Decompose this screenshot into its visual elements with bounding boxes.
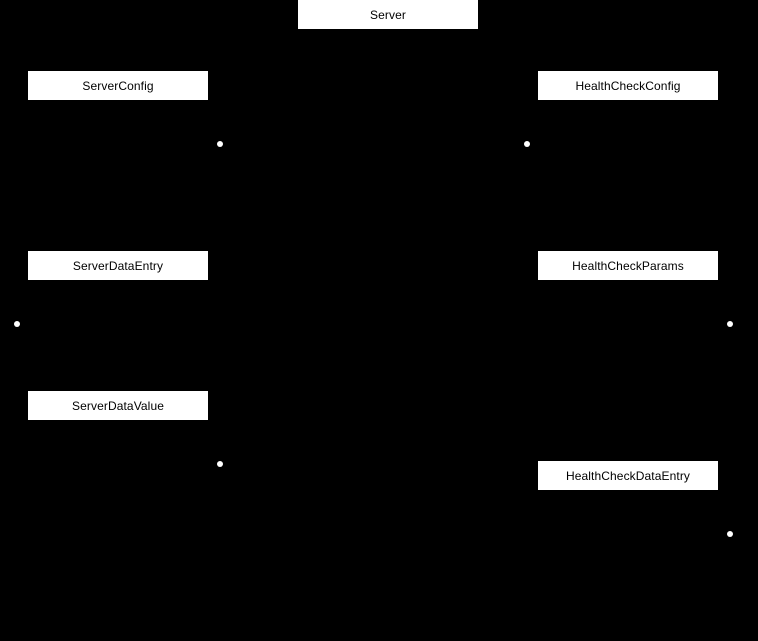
edge-marker-dot-2 bbox=[524, 141, 530, 147]
edge-marker-dot-5 bbox=[217, 461, 223, 467]
node-health-check-params[interactable]: HealthCheckParams bbox=[538, 251, 718, 280]
node-server-data-entry[interactable]: ServerDataEntry bbox=[28, 251, 208, 280]
edge-marker-dot-3 bbox=[14, 321, 20, 327]
node-label-server-config: ServerConfig bbox=[82, 78, 154, 93]
node-label-server-data-entry: ServerDataEntry bbox=[72, 258, 164, 273]
node-label-health-check-params: HealthCheckParams bbox=[572, 258, 684, 273]
node-server[interactable]: Server bbox=[298, 0, 478, 29]
node-label-health-check-config: HealthCheckConfig bbox=[575, 78, 681, 93]
edge-marker-dot-6 bbox=[727, 531, 733, 537]
edge-marker-dot-1 bbox=[217, 141, 223, 147]
node-label-health-check-data-entry: HealthCheckDataEntry bbox=[565, 468, 691, 483]
node-label-server: Server bbox=[370, 7, 406, 22]
edge-marker-dot-4 bbox=[727, 321, 733, 327]
node-server-config[interactable]: ServerConfig bbox=[28, 71, 208, 100]
node-health-check-config[interactable]: HealthCheckConfig bbox=[538, 71, 718, 100]
node-server-data-value[interactable]: ServerDataValue bbox=[28, 391, 208, 420]
node-label-server-data-value: ServerDataValue bbox=[72, 398, 164, 413]
node-health-check-data-entry[interactable]: HealthCheckDataEntry bbox=[538, 461, 718, 490]
